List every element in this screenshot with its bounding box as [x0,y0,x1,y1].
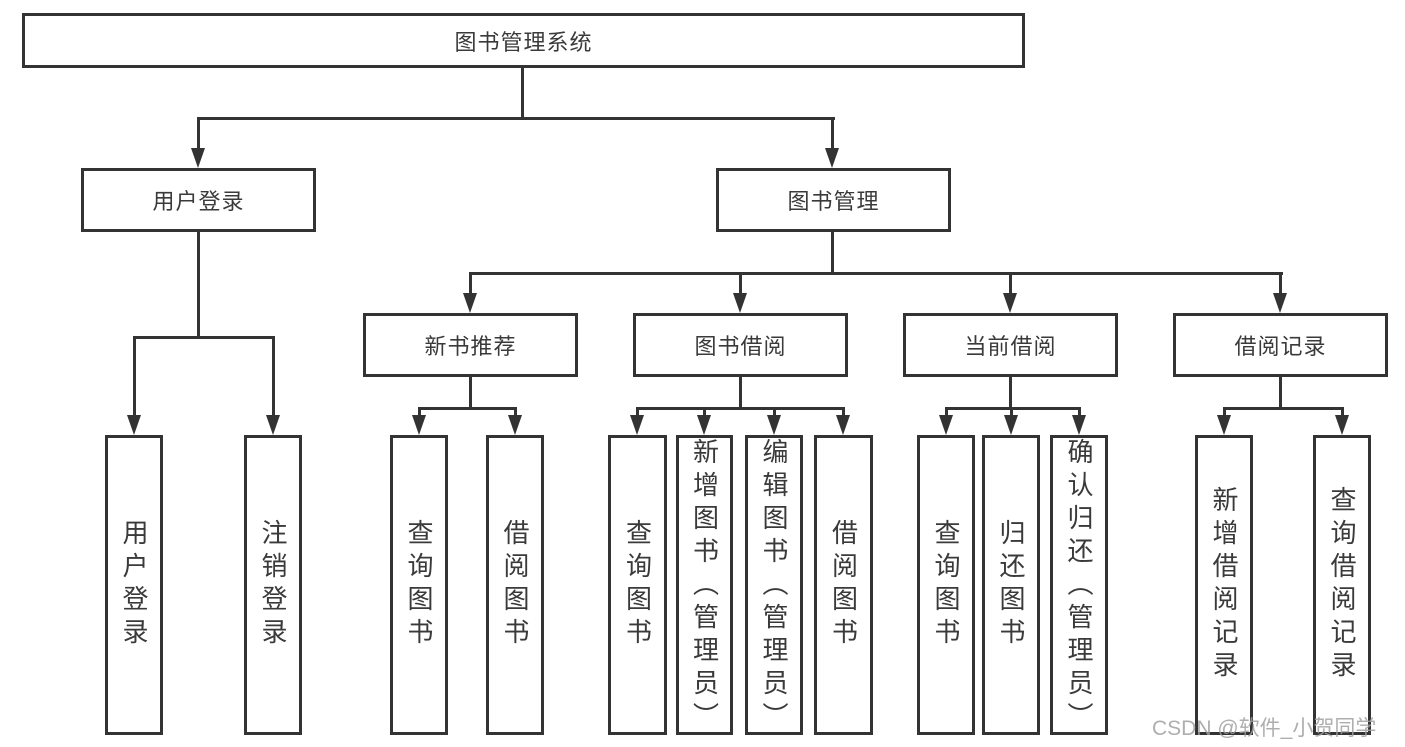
arrow-down-icon [825,148,839,168]
connector-line [1009,377,1012,407]
leaf-query-books-3-label: 查询图书 [931,519,961,651]
node-new-book-recommend: 新书推荐 [363,313,578,377]
connector-line [521,68,524,117]
arrow-down-icon [697,415,711,435]
connector-line [739,272,742,296]
arrow-down-icon [508,415,522,435]
arrow-down-icon [1335,415,1349,435]
connector-line [831,232,834,272]
leaf-query-books-3: 查询图书 [917,435,975,735]
connector-line [1341,407,1344,419]
leaf-edit-book-admin: 编辑图书（管理员） [745,435,803,735]
leaf-return-book: 归还图书 [982,435,1040,735]
connector-line [636,407,639,419]
connector-line [133,336,275,339]
connector-line [1009,272,1012,296]
arrow-down-icon [767,415,781,435]
arrow-down-icon [127,415,141,435]
node-user-login-label: 用户登录 [152,189,245,214]
arrow-down-icon [733,293,747,313]
leaf-edit-book-admin-label: 编辑图书（管理员） [759,438,789,735]
leaf-query-books-1-label: 查询图书 [404,519,434,651]
connector-line [1078,407,1081,419]
node-root-label: 图书管理系统 [454,29,593,55]
arrow-down-icon [836,415,850,435]
arrow-down-icon [1004,415,1018,435]
connector-line [945,407,948,419]
connector-line [945,407,1081,410]
connector-line [514,407,517,419]
leaf-add-borrow-record: 新增借阅记录 [1195,435,1253,735]
leaf-query-books-1: 查询图书 [390,435,448,735]
connector-line [469,272,472,296]
connector-line [739,377,742,407]
connector-line [703,407,706,419]
leaf-confirm-return-admin-label: 确认归还（管理员） [1064,438,1094,735]
leaf-query-books-2-label: 查询图书 [622,519,653,651]
arrow-down-icon [630,415,644,435]
connector-line [773,407,776,419]
connector-line [418,407,421,419]
leaf-query-books-2: 查询图书 [608,435,667,735]
leaf-logout-label: 注销登录 [258,519,288,651]
connector-line [1223,407,1344,410]
leaf-borrow-books-2: 借阅图书 [814,435,873,735]
leaf-add-book-admin: 新增图书（管理员） [676,435,733,735]
connector-line [272,336,275,417]
connector-line [197,117,835,120]
connector-line [831,117,834,150]
leaf-user-login: 用户登录 [105,435,163,735]
leaf-query-borrow-record: 查询借阅记录 [1313,435,1371,735]
node-borrow-records: 借阅记录 [1173,313,1388,377]
leaf-borrow-books-2-label: 借阅图书 [828,519,859,651]
node-user-login: 用户登录 [81,168,316,232]
connector-line [418,407,517,410]
leaf-borrow-books-1: 借阅图书 [486,435,544,735]
node-borrow-records-label: 借阅记录 [1234,334,1327,359]
arrow-down-icon [1072,415,1086,435]
leaf-return-book-label: 归还图书 [996,519,1026,651]
connector-line [1010,407,1013,419]
arrow-down-icon [1003,293,1017,313]
arrow-down-icon [266,415,280,435]
connector-line [1223,407,1226,419]
arrow-down-icon [1273,293,1287,313]
leaf-logout: 注销登录 [244,435,302,735]
node-book-borrow: 图书借阅 [633,313,848,377]
node-root: 图书管理系统 [22,13,1025,68]
node-current-borrow-label: 当前借阅 [964,334,1057,359]
leaf-query-borrow-record-label: 查询借阅记录 [1327,486,1357,684]
node-book-borrow-label: 图书借阅 [694,334,787,359]
arrow-down-icon [412,415,426,435]
node-book-management: 图书管理 [716,168,951,232]
leaf-add-borrow-record-label: 新增借阅记录 [1209,486,1239,684]
connector-line [1279,272,1282,296]
leaf-add-book-admin-label: 新增图书（管理员） [689,438,720,735]
connector-line [469,272,1283,275]
node-new-book-recommend-label: 新书推荐 [424,334,517,359]
arrow-down-icon [191,148,205,168]
connector-line [469,377,472,407]
arrow-down-icon [463,293,477,313]
connector-line [636,407,845,410]
node-book-management-label: 图书管理 [787,189,880,214]
connector-line [842,407,845,419]
csdn-watermark: CSDN @软件_小贺同学 [1152,717,1377,740]
arrow-down-icon [939,415,953,435]
leaf-borrow-books-1-label: 借阅图书 [500,519,530,651]
leaf-confirm-return-admin: 确认归还（管理员） [1050,435,1108,735]
connector-line [197,117,200,150]
arrow-down-icon [1217,415,1231,435]
connector-line [1279,377,1282,407]
node-current-borrow: 当前借阅 [903,313,1118,377]
leaf-user-login-label: 用户登录 [119,519,149,651]
connector-line [197,232,200,336]
connector-line [133,336,136,417]
